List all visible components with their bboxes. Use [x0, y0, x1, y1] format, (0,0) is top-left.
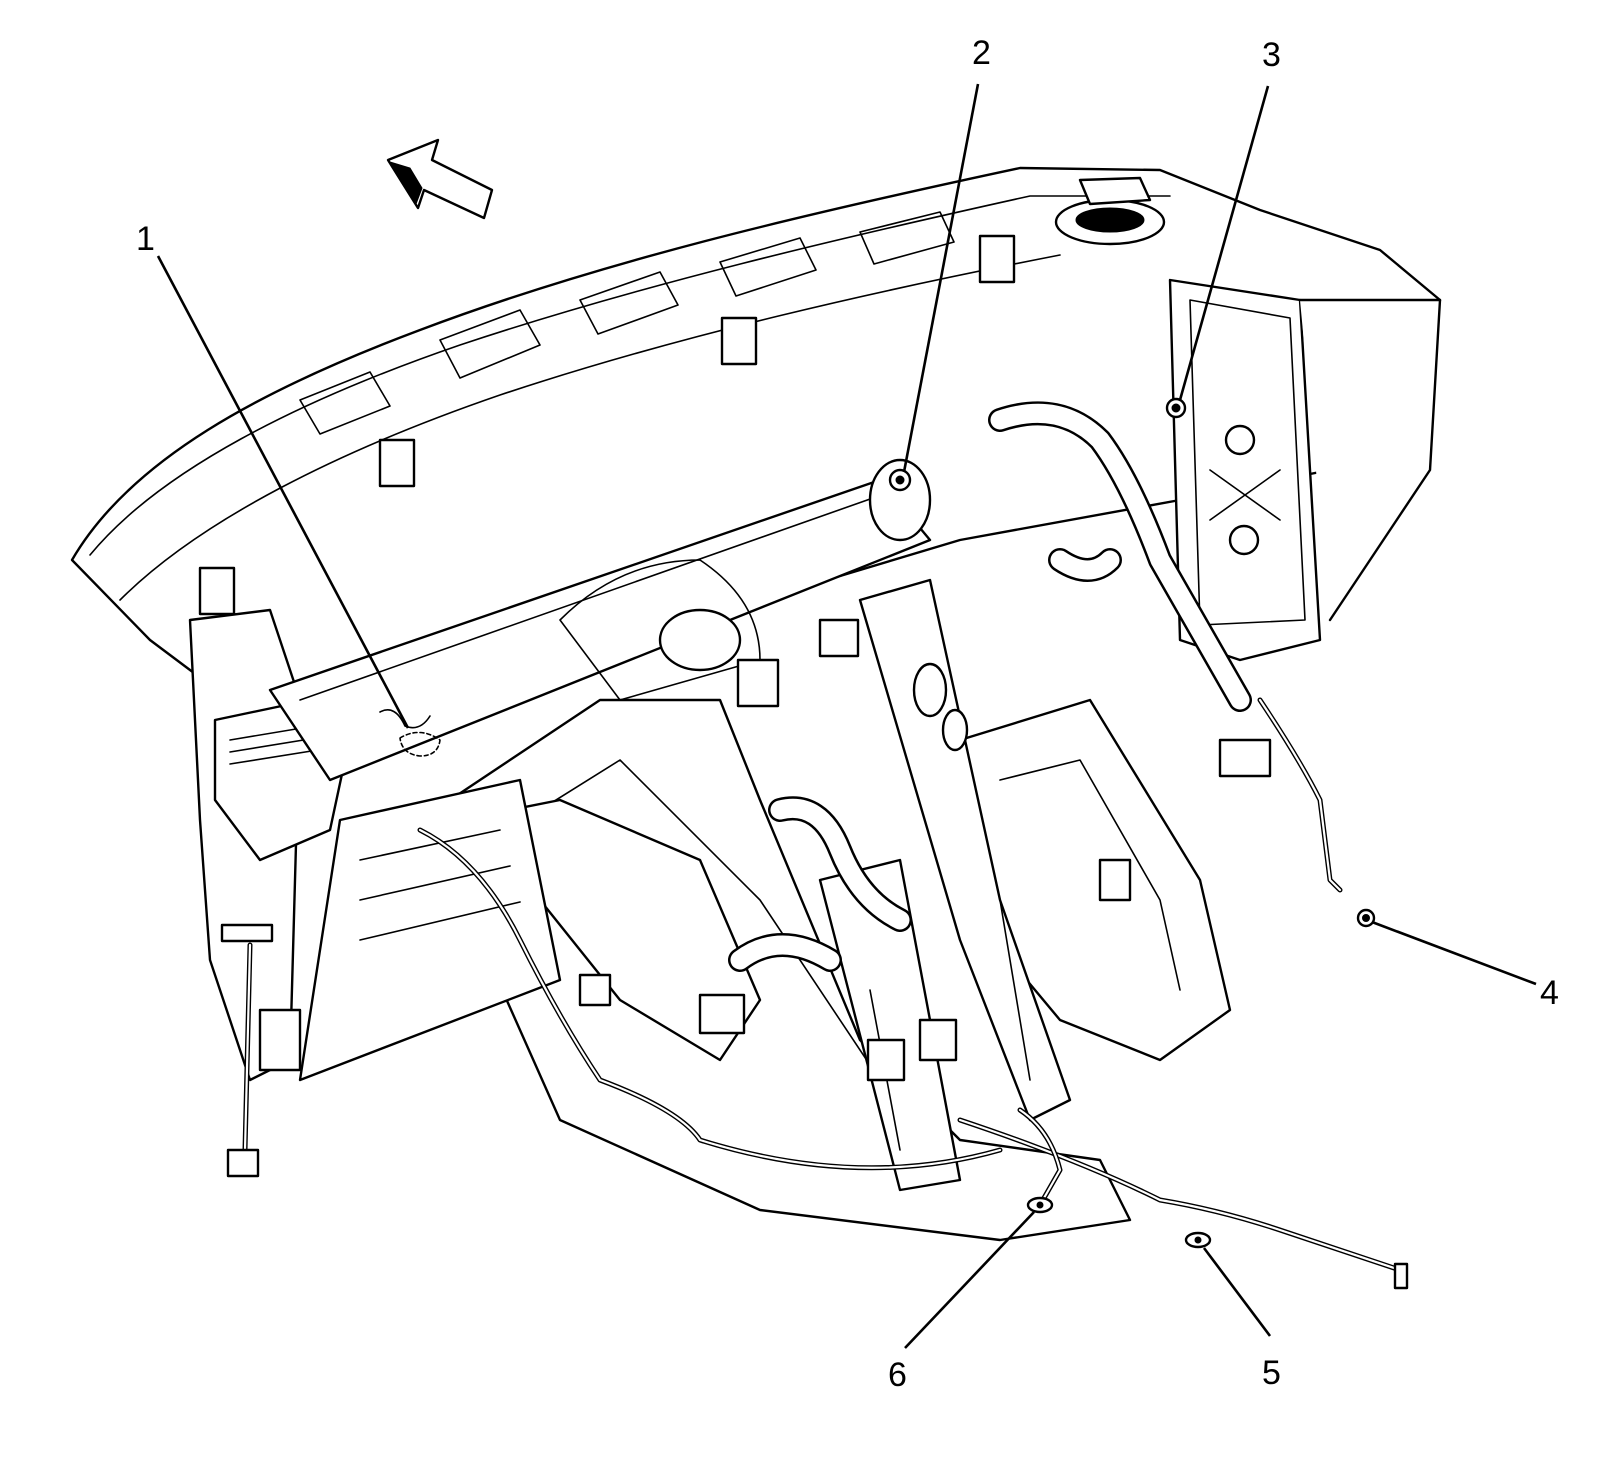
front-direction-arrow-icon	[386, 138, 494, 220]
ground-location-1	[399, 731, 441, 757]
center-support-brace	[818, 578, 1072, 1192]
callout-6: 6	[888, 1356, 907, 1394]
leader-4	[1371, 920, 1537, 986]
cross-car-beam	[268, 458, 932, 782]
callout-1: 1	[136, 220, 155, 258]
callout-3: 3	[1262, 36, 1281, 74]
ground-terminal-4	[1356, 908, 1376, 928]
main-wiring-harness	[728, 401, 1252, 972]
ground-terminal-6	[1026, 1196, 1054, 1214]
callout-5: 5	[1262, 1354, 1281, 1392]
callout-4: 4	[1540, 974, 1559, 1012]
leader-6	[904, 1211, 1035, 1349]
instrument-panel-carrier	[70, 166, 1442, 702]
callout-labels: 1 2 3 4 5 6	[136, 34, 1559, 1394]
callout-leaders	[156, 83, 1537, 1349]
leader-1	[156, 255, 410, 729]
hvac-module	[298, 559, 762, 1082]
ground-terminal-2	[888, 468, 912, 492]
leader-5	[1202, 1247, 1272, 1337]
right-side-bracket	[1168, 278, 1442, 662]
leader-3	[1178, 85, 1270, 401]
ground-terminal-5	[1184, 1231, 1212, 1249]
leader-2	[902, 83, 980, 473]
wiring-branches	[226, 618, 1409, 1290]
callout-2: 2	[972, 34, 991, 72]
ground-terminal-3	[1165, 397, 1187, 419]
